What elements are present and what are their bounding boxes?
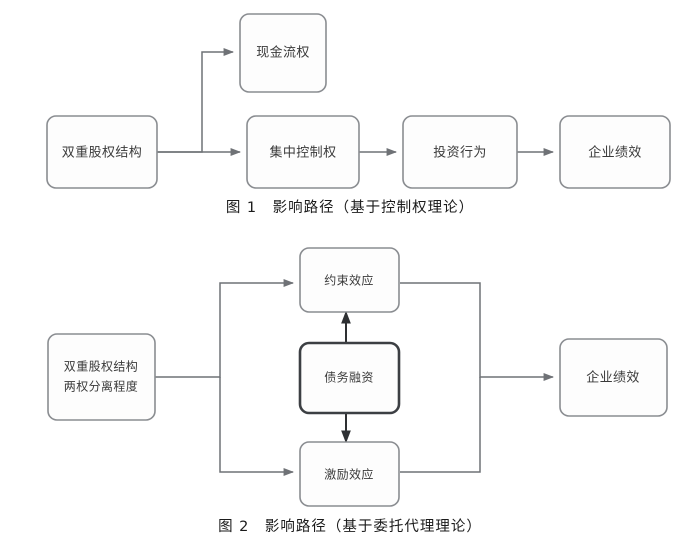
node-cash-flow-rights[interactable]: 现金流权 xyxy=(239,13,327,93)
node-dual-class-structure-box[interactable] xyxy=(46,115,158,189)
node-dual-class-structure-label: 双重股权结构 xyxy=(62,145,142,161)
node-firm-performance-box[interactable] xyxy=(559,115,671,189)
edge-dual-class-to-incentive-effect xyxy=(219,377,295,476)
node-debt-financing-box[interactable] xyxy=(298,341,401,415)
node-firm-performance[interactable]: 企业绩效 xyxy=(559,115,671,189)
figure-2-caption: 图 2 影响路径（基于委托代理理论） xyxy=(218,519,482,535)
node-concentrated-control-rights-box[interactable] xyxy=(246,115,360,189)
node-debt-financing-label: 债务融资 xyxy=(324,370,374,385)
node-incentive-effect[interactable]: 激励效应 xyxy=(299,441,400,507)
node-incentive-effect-box[interactable] xyxy=(299,441,400,507)
node-dual-class-separation-label-line2: 两权分离程度 xyxy=(64,379,138,394)
node-concentrated-control-rights-label: 集中控制权 xyxy=(269,145,336,161)
figure-2-canvas: 双重股权结构 两权分离程度 约束效应 债务融资 激励效应 企业绩效 xyxy=(47,247,668,507)
node-incentive-effect-label: 激励效应 xyxy=(324,467,374,482)
node-firm-performance-2[interactable]: 企业绩效 xyxy=(559,338,668,417)
node-dual-class-separation[interactable]: 双重股权结构 两权分离程度 xyxy=(47,333,156,421)
node-dual-class-separation-box[interactable] xyxy=(47,333,156,421)
node-investment-behavior-box[interactable] xyxy=(402,115,518,189)
edge-constraint-effect-to-firm-performance xyxy=(400,282,555,381)
node-firm-performance-2-box[interactable] xyxy=(559,338,668,417)
node-constraint-effect-box[interactable] xyxy=(299,247,400,313)
node-dual-class-structure[interactable]: 双重股权结构 xyxy=(46,115,158,189)
edge-incentive-effect-to-firm-performance xyxy=(400,377,481,473)
node-constraint-effect[interactable]: 约束效应 xyxy=(299,247,400,313)
node-constraint-effect-label: 约束效应 xyxy=(324,273,374,288)
edge-dual-class-to-cash-flow-rights xyxy=(157,48,235,153)
node-firm-performance-2-label: 企业绩效 xyxy=(586,370,640,386)
node-investment-behavior[interactable]: 投资行为 xyxy=(402,115,518,189)
node-cash-flow-rights-label: 现金流权 xyxy=(256,45,310,61)
node-firm-performance-label: 企业绩效 xyxy=(588,145,642,161)
node-investment-behavior-label: 投资行为 xyxy=(433,145,487,161)
edge-dual-class-to-constraint-effect xyxy=(155,279,295,378)
node-concentrated-control-rights[interactable]: 集中控制权 xyxy=(246,115,360,189)
figure-2: 双重股权结构 两权分离程度 约束效应 债务融资 激励效应 企业绩效 xyxy=(0,230,700,552)
node-debt-financing[interactable]: 债务融资 xyxy=(298,341,401,415)
figure-1: 双重股权结构 现金流权 集中控制权 投资行为 企业绩效 xyxy=(0,0,700,230)
figure-1-caption: 图 1 影响路径（基于控制权理论） xyxy=(225,200,475,216)
figure-1-canvas: 双重股权结构 现金流权 集中控制权 投资行为 企业绩效 xyxy=(46,13,671,189)
node-cash-flow-rights-box[interactable] xyxy=(239,13,327,93)
node-dual-class-separation-label-line1: 双重股权结构 xyxy=(64,359,138,374)
